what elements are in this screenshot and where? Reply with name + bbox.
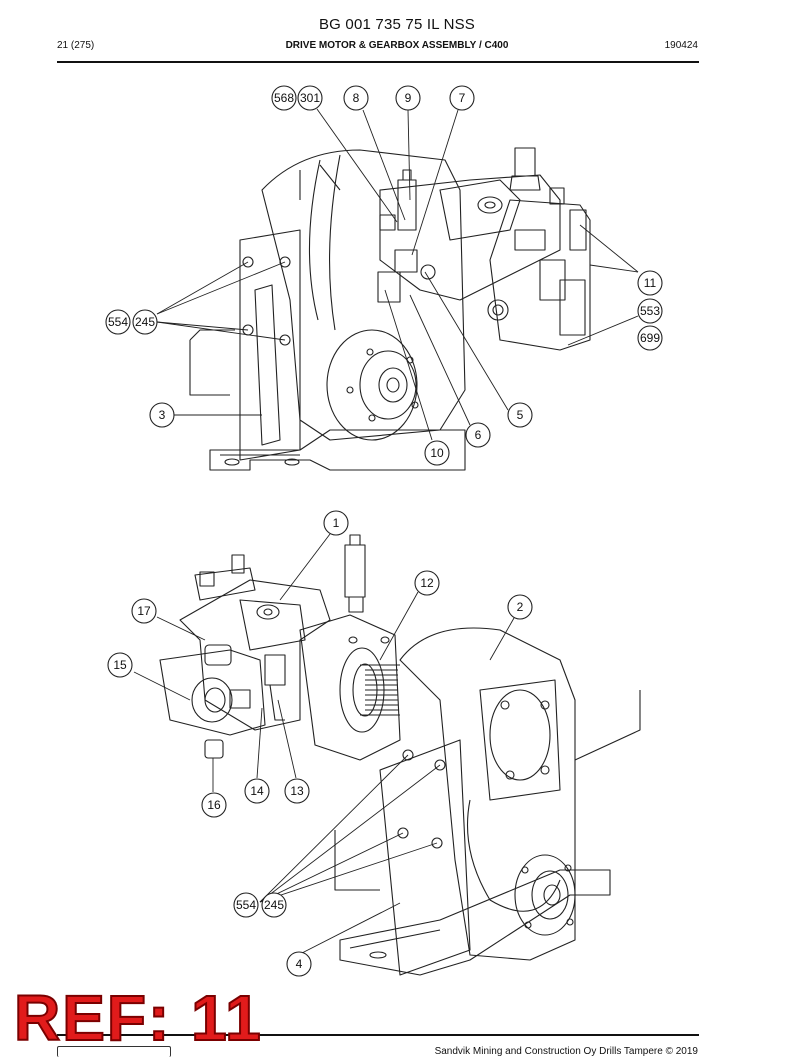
svg-text:6: 6 — [475, 428, 482, 442]
callout-554-bottom: 554 — [233, 892, 259, 918]
svg-text:568: 568 — [274, 91, 294, 105]
footer-copyright: Sandvik Mining and Construction Oy Drill… — [434, 1046, 698, 1057]
callout-2: 2 — [507, 594, 533, 620]
callout-553: 553 — [637, 298, 663, 324]
callout-699: 699 — [637, 325, 663, 351]
svg-text:699: 699 — [640, 331, 660, 345]
header-rule — [57, 61, 699, 63]
callout-14: 14 — [244, 778, 270, 804]
svg-text:11: 11 — [644, 276, 657, 290]
svg-text:1: 1 — [333, 516, 340, 530]
page-title: DRIVE MOTOR & GEARBOX ASSEMBLY / C400 — [285, 40, 509, 51]
callout-17: 17 — [131, 598, 157, 624]
callout-568: 568 — [271, 85, 297, 111]
svg-text:4: 4 — [296, 957, 303, 971]
svg-text:554: 554 — [108, 315, 128, 329]
callout-4: 4 — [286, 951, 312, 977]
svg-text:245: 245 — [264, 898, 284, 912]
svg-text:12: 12 — [420, 576, 434, 590]
callout-5: 5 — [507, 402, 533, 428]
svg-text:16: 16 — [207, 798, 221, 812]
bottom-assembly-drawing — [159, 534, 641, 976]
svg-text:245: 245 — [135, 315, 155, 329]
callout-13: 13 — [284, 778, 310, 804]
svg-text:301: 301 — [300, 91, 320, 105]
svg-text:3: 3 — [159, 408, 166, 422]
svg-text:5: 5 — [517, 408, 524, 422]
callouts: 568 301 8 9 7 11 553 699 554 245 3 5 6 1… — [105, 85, 663, 977]
svg-text:17: 17 — [137, 604, 151, 618]
callout-7: 7 — [449, 85, 475, 111]
svg-text:9: 9 — [405, 91, 412, 105]
callout-9: 9 — [395, 85, 421, 111]
callout-301: 301 — [297, 85, 323, 111]
top-assembly-drawing — [189, 147, 591, 471]
sandvik-logo — [57, 1046, 171, 1057]
svg-text:10: 10 — [430, 446, 444, 460]
footer-rule — [57, 1034, 699, 1036]
document-number: BG 001 735 75 IL NSS — [318, 16, 476, 33]
reference-stamp: REF: 11 — [13, 982, 263, 1054]
callout-554: 554 — [105, 309, 131, 335]
svg-text:14: 14 — [250, 784, 264, 798]
svg-text:13: 13 — [290, 784, 304, 798]
page-number: 21 (275) — [57, 40, 95, 51]
callout-12: 12 — [414, 570, 440, 596]
svg-text:554: 554 — [236, 898, 256, 912]
callout-6: 6 — [465, 422, 491, 448]
callout-245-bottom: 245 — [261, 892, 287, 918]
callout-1: 1 — [323, 510, 349, 536]
callout-10: 10 — [424, 440, 450, 466]
revision-date: 190424 — [664, 40, 698, 51]
callout-3: 3 — [149, 402, 175, 428]
svg-text:2: 2 — [517, 600, 524, 614]
callout-16: 16 — [201, 792, 227, 818]
callout-245: 245 — [132, 309, 158, 335]
leader-lines — [133, 108, 639, 954]
svg-text:8: 8 — [353, 91, 360, 105]
svg-text:553: 553 — [640, 304, 660, 318]
callout-8: 8 — [343, 85, 369, 111]
svg-text:15: 15 — [113, 658, 127, 672]
callout-11: 11 — [637, 270, 663, 296]
svg-text:7: 7 — [459, 91, 466, 105]
callout-15: 15 — [107, 652, 133, 678]
